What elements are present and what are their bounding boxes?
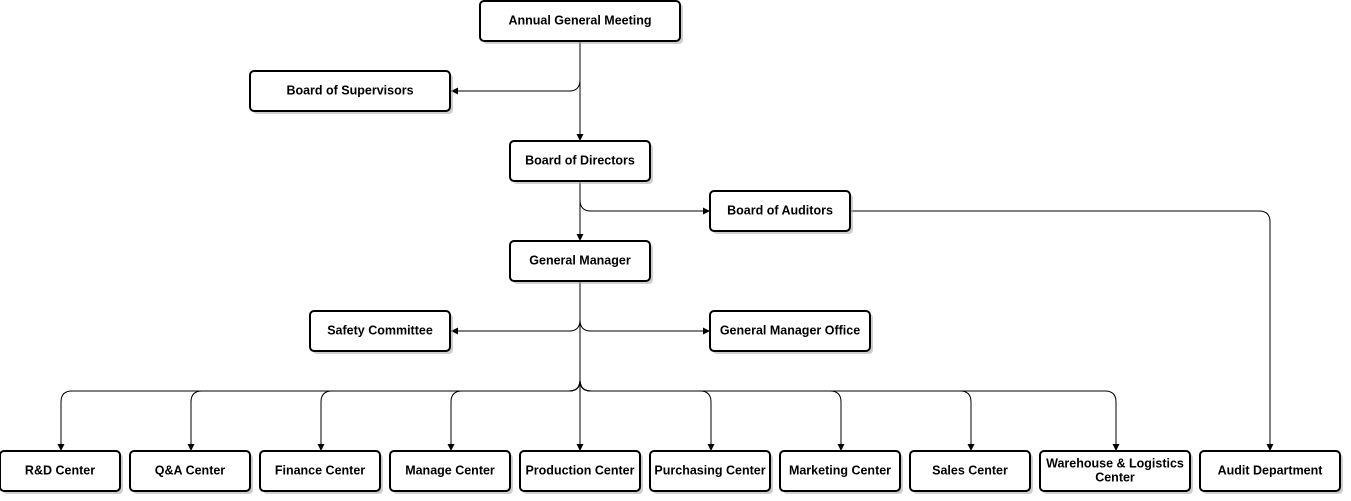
node-label: Annual General Meeting <box>508 13 651 27</box>
node-marketing-center[interactable]: Marketing Center <box>779 450 903 494</box>
node-qa-center[interactable]: Q&A Center <box>129 450 253 494</box>
edge-gm-to-gm-office <box>579 319 710 335</box>
node-label-line-1: Warehouse & Logistics <box>1046 456 1184 470</box>
node-production-center[interactable]: Production Center <box>519 450 643 494</box>
node-audit-department[interactable]: Audit Department <box>1199 450 1343 494</box>
node-label: Production Center <box>525 463 634 477</box>
node-label: Purchasing Center <box>654 463 765 477</box>
node-warehouse-logistics-center[interactable]: Warehouse & Logistics Center <box>1039 450 1193 494</box>
node-label: General Manager <box>529 253 631 267</box>
node-label: Board of Auditors <box>727 203 833 217</box>
node-label: Sales Center <box>932 463 1008 477</box>
connectors <box>57 42 1274 451</box>
node-label: Finance Center <box>275 463 365 477</box>
node-label: Marketing Center <box>789 463 891 477</box>
node-sales-center[interactable]: Sales Center <box>909 450 1033 494</box>
node-board-of-directors[interactable]: Board of Directors <box>509 140 653 184</box>
node-label: R&D Center <box>25 463 95 477</box>
edge-directors-to-auditors <box>579 199 710 215</box>
node-board-of-auditors[interactable]: Board of Auditors <box>709 190 853 234</box>
node-general-manager[interactable]: General Manager <box>509 240 653 284</box>
edge-auditors-to-audit <box>851 210 1274 451</box>
node-purchasing-center[interactable]: Purchasing Center <box>649 450 773 494</box>
node-label: General Manager Office <box>720 323 860 337</box>
node-annual-general-meeting[interactable]: Annual General Meeting <box>479 0 683 44</box>
node-general-manager-office[interactable]: General Manager Office <box>709 310 873 354</box>
node-label: Board of Supervisors <box>286 83 413 97</box>
node-label: Board of Directors <box>525 153 635 167</box>
node-label-line-2: Center <box>1095 470 1135 484</box>
node-label: Q&A Center <box>155 463 226 477</box>
node-label: Audit Department <box>1218 463 1324 477</box>
node-manage-center[interactable]: Manage Center <box>389 450 513 494</box>
edge-gm-to-manage <box>447 379 581 451</box>
node-label: Safety Committee <box>327 323 433 337</box>
node-finance-center[interactable]: Finance Center <box>259 450 383 494</box>
edge-agm-to-supervisors <box>451 79 581 95</box>
node-label: Manage Center <box>405 463 495 477</box>
node-board-of-supervisors[interactable]: Board of Supervisors <box>249 70 453 114</box>
edge-gm-to-safety <box>451 319 581 335</box>
node-rnd-center[interactable]: R&D Center <box>0 450 123 494</box>
node-safety-committee[interactable]: Safety Committee <box>309 310 453 354</box>
edge-gm-to-warehouse <box>579 379 1120 451</box>
